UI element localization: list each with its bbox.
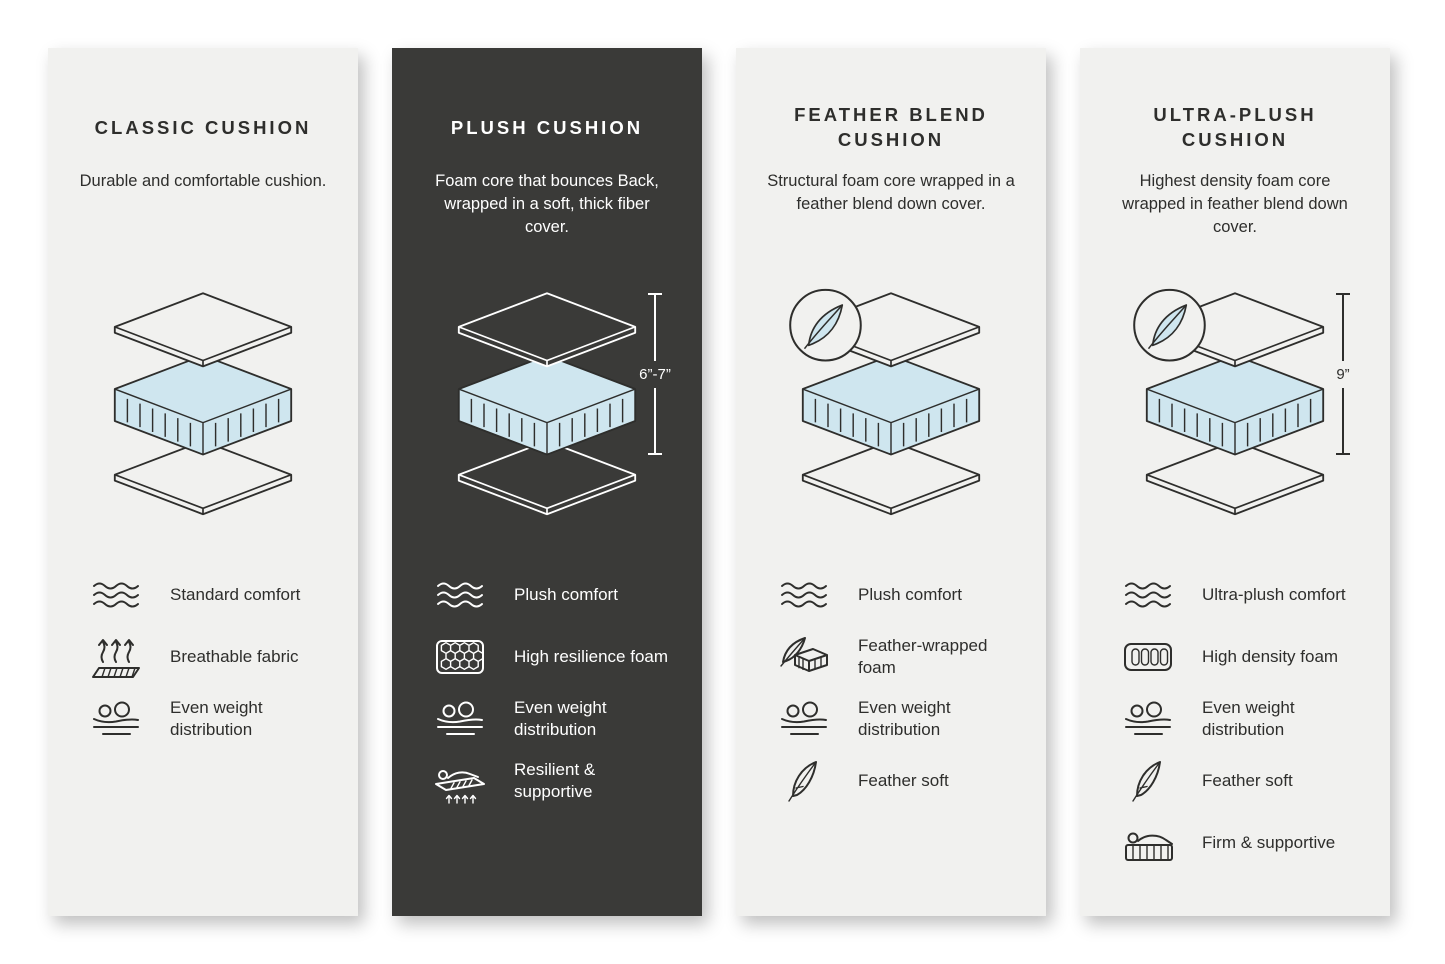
feature-row: Feather-wrapped foam xyxy=(776,634,1026,680)
density-foam-icon xyxy=(1120,640,1176,674)
resilience-foam-icon xyxy=(432,638,488,676)
resilient-supportive-icon xyxy=(432,758,488,804)
feature-label: Even weight distribution xyxy=(514,697,607,739)
feature-label: High resilience foam xyxy=(514,646,669,666)
panel-description: Highest density foam core wrapped in fea… xyxy=(1122,172,1348,237)
weight-distribution-icon xyxy=(1120,700,1176,738)
feature-label: Firm & supportive xyxy=(1202,832,1336,852)
feature-list: Standard comfort Breathable fabric xyxy=(68,572,338,742)
foam-core-layer xyxy=(457,354,637,456)
feature-row: Plush comfort xyxy=(776,572,1026,618)
feature-label: Breathable fabric xyxy=(170,646,299,666)
feature-label: Plush comfort xyxy=(514,584,618,604)
feather-soft-icon xyxy=(776,758,832,804)
feature-label: Feather soft xyxy=(1202,770,1293,790)
feature-row: Even weight distribution xyxy=(776,696,1026,742)
breathable-fabric-icon xyxy=(88,634,144,680)
panel-classic-cushion: CLASSIC CUSHION Durable and comfortable … xyxy=(48,48,358,916)
feature-label: Feather soft xyxy=(858,770,949,790)
feature-label: Even weight distribution xyxy=(1202,697,1295,739)
panel-title: CLASSIC CUSHION xyxy=(94,116,312,138)
feature-row: Feather soft xyxy=(776,758,1026,804)
feature-list: Plush comfort Feather-wrapped foam xyxy=(756,572,1026,804)
feature-row: Standard comfort xyxy=(88,572,338,618)
layered-cushion-illustration xyxy=(457,292,637,516)
feature-label: Even weight distribution xyxy=(170,697,263,739)
feature-row: Even weight distribution xyxy=(1120,696,1370,742)
measurement-label: 9” xyxy=(1336,365,1350,383)
feature-label: Even weight distribution xyxy=(858,697,951,739)
feature-row: Feather soft xyxy=(1120,758,1370,804)
measurement-bottom-cap xyxy=(1336,453,1350,455)
height-measurement: 6”-7” xyxy=(639,293,671,455)
weight-distribution-icon xyxy=(776,700,832,738)
cushion-diagram: 6”-7” xyxy=(412,280,682,530)
panel-title: PLUSH CUSHION xyxy=(450,116,644,138)
feature-list: Ultra-plush comfort High density foam xyxy=(1100,572,1370,866)
feature-row: Even weight distribution xyxy=(88,696,338,742)
measurement-line xyxy=(654,387,656,453)
comfort-waves-icon xyxy=(432,578,488,612)
cushion-diagram xyxy=(68,280,338,530)
panel-title: FEATHER BLEND CUSHION xyxy=(794,104,988,150)
panel-title: ULTRA-PLUSH CUSHION xyxy=(1153,104,1317,150)
feature-row: Even weight distribution xyxy=(432,696,682,742)
measurement-label: 6”-7” xyxy=(639,365,671,383)
panel-description: Foam core that bounces Back, wrapped in … xyxy=(435,172,659,237)
feature-label: Plush comfort xyxy=(858,584,962,604)
feature-label: High density foam xyxy=(1202,646,1339,666)
measurement-top-cap xyxy=(1336,293,1350,295)
panel-description: Structural foam core wrapped in a feathe… xyxy=(767,172,1015,214)
comfort-waves-icon xyxy=(776,578,832,612)
panel-ultra-plush-cushion: ULTRA-PLUSH CUSHION Highest density foam… xyxy=(1080,48,1390,916)
layered-cushion-illustration xyxy=(789,288,981,516)
top-cover-layer xyxy=(113,292,293,368)
measurement-line xyxy=(1342,387,1344,453)
feature-label: Standard comfort xyxy=(170,584,301,604)
feature-label: Resilient & supportive xyxy=(514,759,596,801)
feature-row: High density foam xyxy=(1120,634,1370,680)
feather-wrapped-foam-icon xyxy=(776,636,832,678)
comfort-waves-icon xyxy=(1120,578,1176,612)
panel-plush-cushion: PLUSH CUSHION Foam core that bounces Bac… xyxy=(392,48,702,916)
feature-label: Ultra-plush comfort xyxy=(1202,584,1346,604)
feather-soft-icon xyxy=(1120,758,1176,804)
feature-list: Plush comfort High resilience foam xyxy=(412,572,682,804)
measurement-line xyxy=(1342,295,1344,361)
feature-row: High resilience foam xyxy=(432,634,682,680)
feature-row: Plush comfort xyxy=(432,572,682,618)
foam-core-layer xyxy=(113,354,293,456)
cushion-diagram: 9” xyxy=(1100,280,1370,530)
weight-distribution-icon xyxy=(88,700,144,738)
feature-row: Ultra-plush comfort xyxy=(1120,572,1370,618)
layered-cushion-illustration xyxy=(1133,288,1325,516)
feature-row: Breathable fabric xyxy=(88,634,338,680)
comfort-waves-icon xyxy=(88,578,144,612)
firm-supportive-icon xyxy=(1120,821,1176,865)
feather-badge xyxy=(789,288,862,362)
panel-feather-blend-cushion: FEATHER BLEND CUSHION Structural foam co… xyxy=(736,48,1046,916)
cushion-diagram xyxy=(756,280,1026,530)
foam-core-layer xyxy=(801,354,981,456)
layered-cushion-illustration xyxy=(113,292,293,516)
height-measurement: 9” xyxy=(1330,293,1356,455)
measurement-top-cap xyxy=(648,293,662,295)
weight-distribution-icon xyxy=(432,700,488,738)
panel-description: Durable and comfortable cushion. xyxy=(79,172,327,190)
measurement-bottom-cap xyxy=(648,453,662,455)
foam-core-layer xyxy=(1145,354,1325,456)
feature-label: Feather-wrapped foam xyxy=(858,635,988,677)
feather-badge xyxy=(1133,288,1206,362)
top-cover-layer xyxy=(457,292,637,368)
measurement-line xyxy=(654,295,656,361)
feature-row: Firm & supportive xyxy=(1120,820,1370,866)
feature-row: Resilient & supportive xyxy=(432,758,682,804)
